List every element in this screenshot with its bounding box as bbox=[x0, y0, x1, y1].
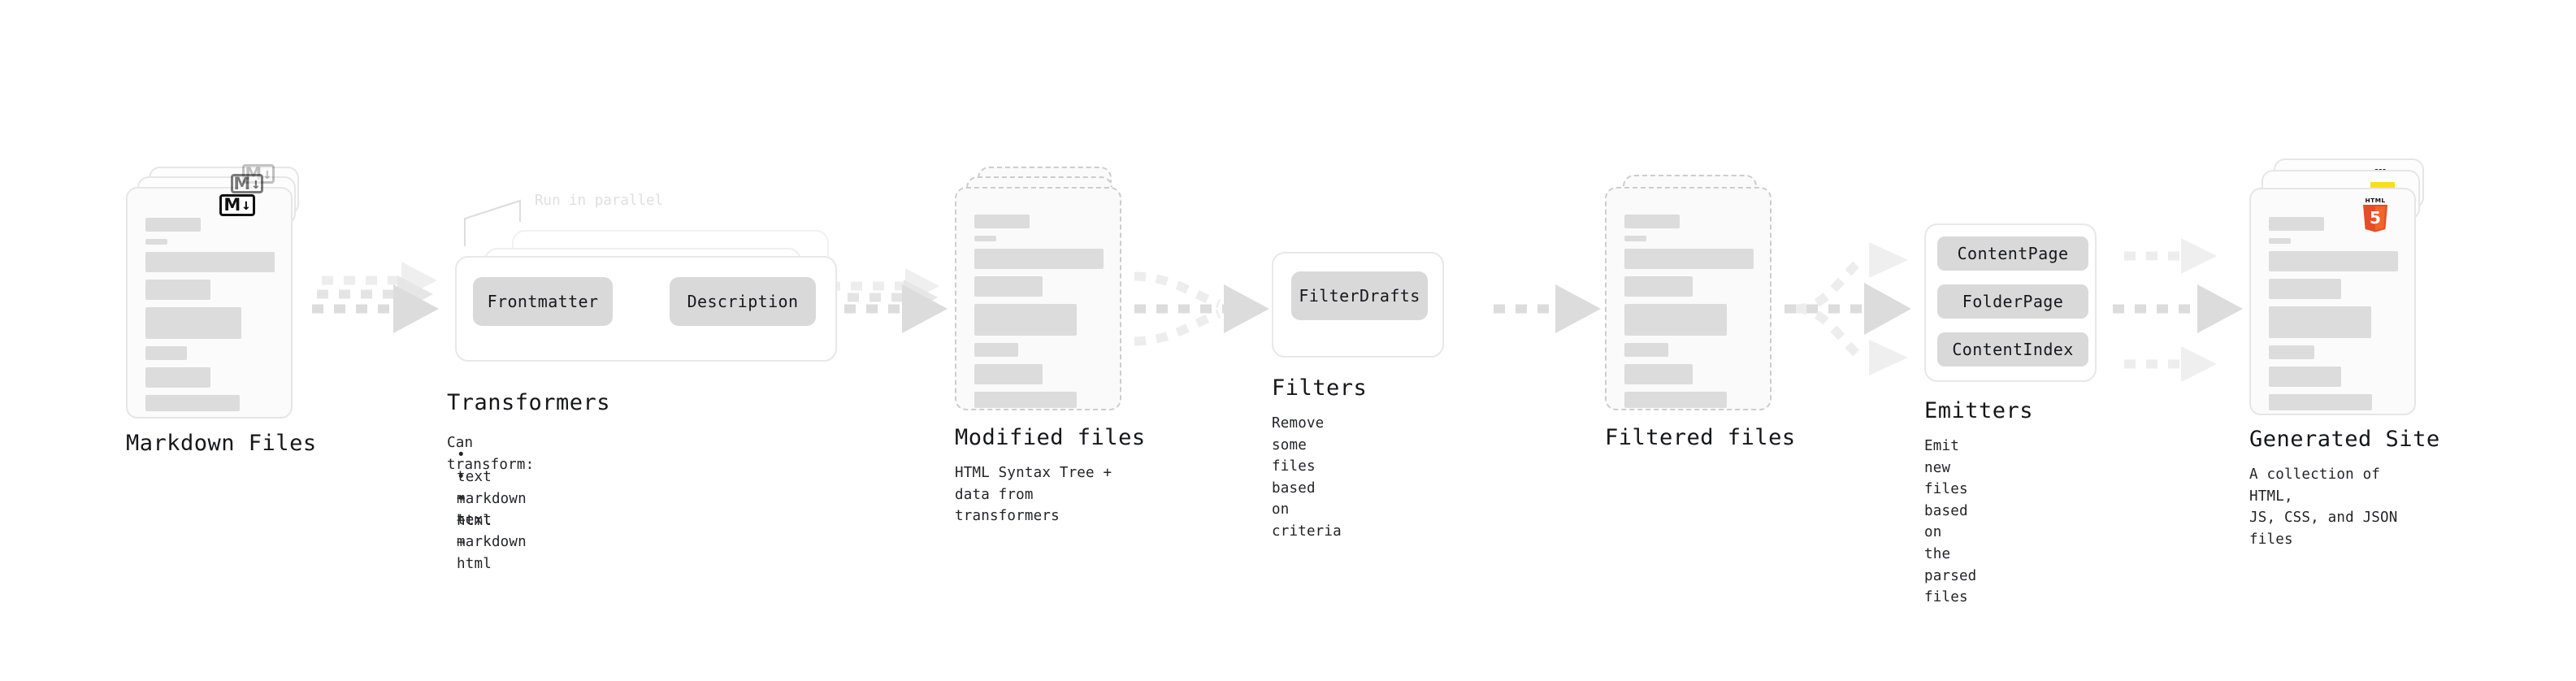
skeleton-bar bbox=[2269, 238, 2291, 244]
filters-group: FilterDrafts bbox=[1272, 252, 1444, 358]
pill-frontmatter[interactable]: Frontmatter bbox=[473, 277, 613, 326]
modified-files-subtitle: HTML Syntax Tree + data from transformer… bbox=[955, 465, 1112, 525]
generated-site-stack: CSS HTML bbox=[2249, 158, 2424, 419]
skeleton-bar bbox=[2269, 345, 2314, 359]
skeleton-bar bbox=[2269, 251, 2398, 271]
markdown-icon-arrow: ↓ bbox=[241, 196, 251, 214]
skeleton-bar bbox=[145, 252, 275, 272]
transformers-subtitle: Can transform: bbox=[447, 435, 535, 473]
stage-title-markdown-files: Markdown Files bbox=[126, 431, 317, 456]
stage-title-emitters: Emitters bbox=[1924, 398, 2034, 423]
skeleton-bar bbox=[145, 395, 241, 411]
stage-title-transformers: Transformers bbox=[447, 390, 611, 415]
skeleton-bar bbox=[145, 307, 241, 339]
transformers-bullet: • html → html bbox=[457, 491, 492, 572]
transformers-bullet: • markdown → markdown bbox=[457, 469, 527, 550]
stage-markdown-files: M↓ M↓ M↓ Markdown Files bbox=[126, 164, 316, 456]
svg-text:HTML: HTML bbox=[2366, 197, 2386, 204]
skeleton-bar bbox=[2269, 367, 2342, 387]
filtered-card-content bbox=[1624, 211, 1754, 415]
skeleton-bar bbox=[974, 364, 1043, 384]
skeleton-bar bbox=[974, 215, 1030, 228]
transformers-bullet: • text → text bbox=[457, 447, 492, 528]
stage-title-modified-files: Modified files bbox=[955, 425, 1146, 450]
modified-card-front bbox=[955, 187, 1121, 410]
skeleton-bar bbox=[1624, 392, 1727, 408]
stage-filtered-files: Filtered files bbox=[1605, 167, 1795, 450]
arrow-transformers-to-modified bbox=[822, 268, 948, 333]
stage-modified-files: Modified files HTML Syntax Tree + data f… bbox=[955, 167, 1145, 524]
arrow-modified-to-filters bbox=[1134, 271, 1269, 346]
stage-title-filters: Filters bbox=[1272, 375, 1368, 401]
skeleton-bar bbox=[974, 304, 1077, 336]
skeleton-bar bbox=[2269, 306, 2371, 338]
markdown-card-content bbox=[145, 211, 275, 419]
filtered-card-front bbox=[1605, 187, 1772, 410]
arrow-filtered-to-emitters bbox=[1785, 242, 1911, 375]
arrow-markdown-to-transformers bbox=[312, 262, 439, 333]
skeleton-bar bbox=[1624, 215, 1680, 228]
generated-site-subtitle: A collection of HTML, JS, CSS, and JSON … bbox=[2249, 466, 2398, 548]
skeleton-bar bbox=[1624, 276, 1693, 297]
skeleton-bar bbox=[1624, 236, 1646, 241]
skeleton-bar bbox=[145, 367, 210, 388]
skeleton-bar bbox=[2269, 217, 2324, 231]
pill-filterdrafts[interactable]: FilterDrafts bbox=[1291, 271, 1428, 320]
stage-title-filtered-files: Filtered files bbox=[1605, 425, 1796, 450]
arrow-filters-to-filtered bbox=[1494, 284, 1601, 333]
markdown-card-front bbox=[126, 187, 293, 419]
filtered-file-stack bbox=[1605, 167, 1780, 419]
markdown-icon-m: M bbox=[223, 195, 241, 215]
arrow-emitters-to-site bbox=[2113, 238, 2243, 382]
skeleton-bar bbox=[974, 392, 1077, 408]
stage-generated-site: CSS HTML bbox=[2249, 158, 2439, 548]
skeleton-bar bbox=[1624, 343, 1669, 357]
skeleton-bar bbox=[974, 249, 1104, 269]
emitters-subtitle: Emit new files based on the parsed files bbox=[1924, 438, 1977, 606]
site-card-front bbox=[2249, 188, 2416, 415]
stage-title-generated-site: Generated Site bbox=[2249, 427, 2440, 452]
markdown-file-stack: M↓ M↓ M↓ bbox=[126, 164, 301, 419]
filters-subtitle: Remove some files based on criteria bbox=[1272, 415, 1342, 540]
skeleton-bar bbox=[145, 239, 167, 245]
site-card-content bbox=[2269, 210, 2398, 418]
run-in-parallel-bracket bbox=[463, 199, 522, 246]
pill-contentpage[interactable]: ContentPage bbox=[1937, 236, 2088, 271]
skeleton-bar bbox=[1624, 364, 1693, 384]
markdown-icon-m: M bbox=[233, 173, 251, 193]
markdown-icon: M↓ bbox=[219, 194, 255, 216]
emitters-group: ContentPage FolderPage ContentIndex bbox=[1924, 223, 2097, 382]
pill-folderpage[interactable]: FolderPage bbox=[1937, 284, 2088, 319]
skeleton-bar bbox=[974, 236, 996, 241]
svg-text:5: 5 bbox=[2370, 208, 2381, 228]
skeleton-bar bbox=[1624, 249, 1754, 269]
markdown-icon: M↓ bbox=[231, 174, 263, 193]
skeleton-bar bbox=[974, 343, 1019, 357]
markdown-icon-arrow: ↓ bbox=[262, 164, 272, 183]
html5-icon: HTML 5 bbox=[2363, 197, 2387, 232]
run-in-parallel-label: Run in parallel bbox=[535, 193, 664, 209]
skeleton-bar bbox=[145, 218, 201, 232]
modified-file-stack bbox=[955, 167, 1130, 419]
skeleton-bar bbox=[145, 280, 210, 300]
skeleton-bar bbox=[1624, 304, 1727, 336]
skeleton-bar bbox=[145, 346, 187, 360]
transformer-group-front: Frontmatter Description bbox=[455, 256, 837, 362]
skeleton-bar bbox=[2269, 394, 2373, 410]
markdown-icon-arrow: ↓ bbox=[251, 174, 261, 193]
skeleton-bar bbox=[974, 276, 1043, 297]
modified-card-content bbox=[974, 211, 1104, 415]
skeleton-bar bbox=[2269, 279, 2342, 299]
pill-description[interactable]: Description bbox=[670, 277, 816, 326]
pill-contentindex[interactable]: ContentIndex bbox=[1937, 332, 2088, 367]
